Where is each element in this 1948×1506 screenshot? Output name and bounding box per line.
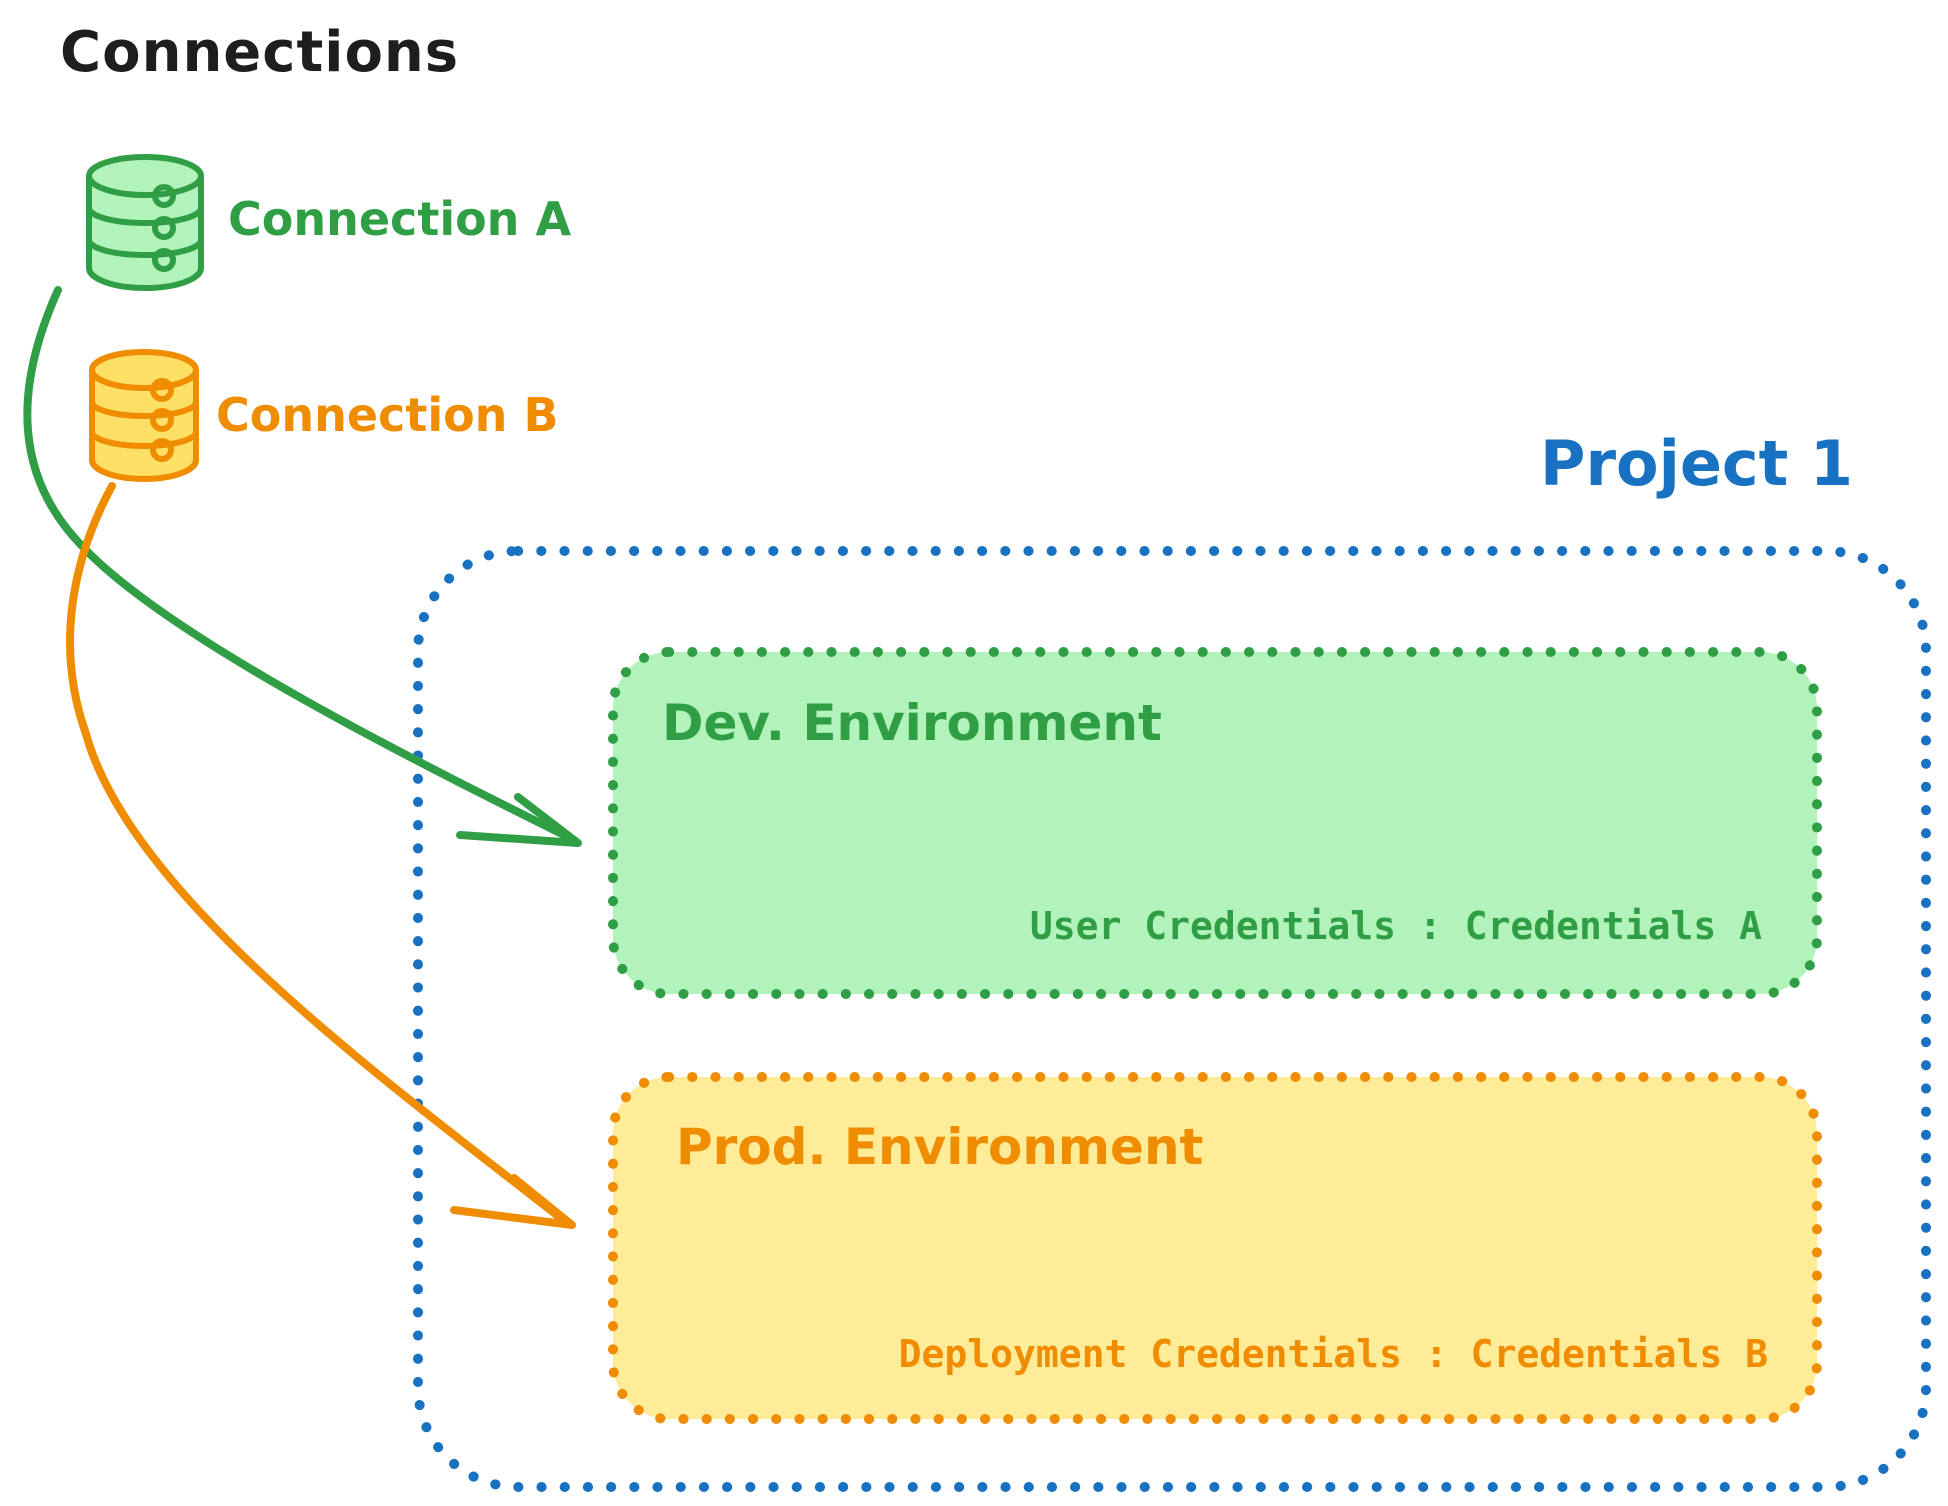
dev-environment-credentials: User Credentials : Credentials A [1029, 904, 1762, 948]
connection-b-label: Connection B [216, 388, 559, 442]
database-icon [86, 154, 204, 291]
dev-environment-box [608, 647, 1822, 999]
connection-a-label: Connection A [228, 192, 572, 246]
prod-environment-title: Prod. Environment [676, 1118, 1204, 1176]
database-icon [89, 349, 199, 482]
connection-a-arrow [23, 286, 582, 847]
dev-environment-title: Dev. Environment [662, 694, 1162, 752]
connections-title: Connections [60, 20, 460, 85]
prod-environment-box [608, 1072, 1822, 1424]
project-title: Project 1 [1540, 427, 1854, 500]
prod-environment-credentials: Deployment Credentials : Credentials B [898, 1332, 1768, 1376]
project-box [413, 546, 1931, 1492]
connection-b-arrow [66, 482, 576, 1229]
